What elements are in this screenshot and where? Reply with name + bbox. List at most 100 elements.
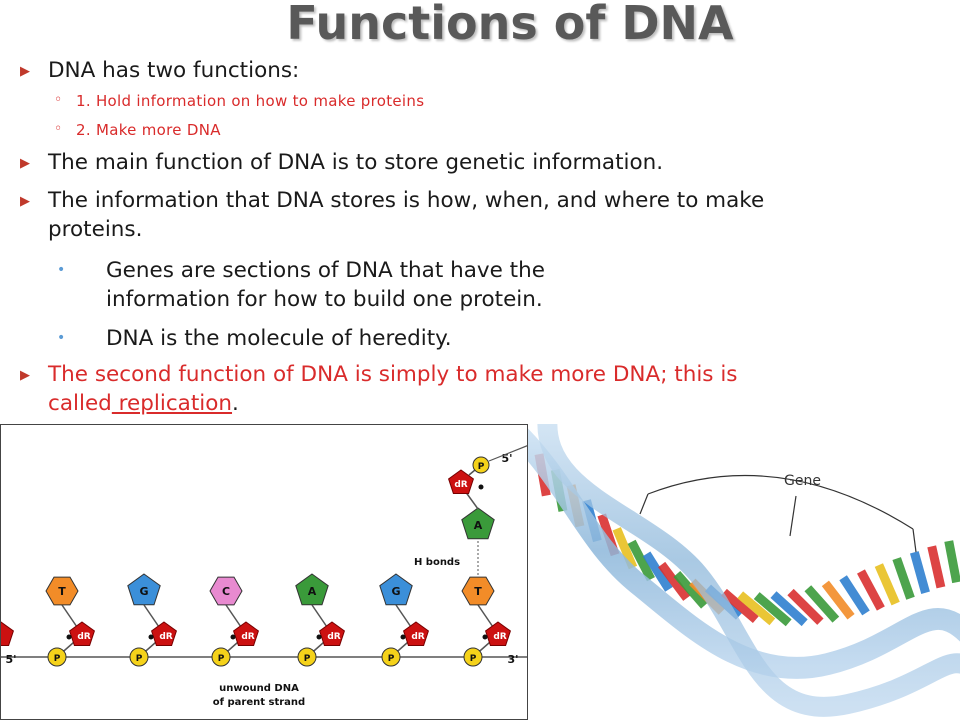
bullet-replication: ▶ The second function of DNA is simply t… — [20, 360, 738, 418]
bullet-text-line: The information that DNA stores is how, … — [48, 188, 765, 213]
base-G-shape — [379, 573, 413, 606]
dna-helix-svg: Gene — [528, 424, 960, 717]
base-T-shape — [45, 576, 79, 606]
sugar-shape — [403, 621, 429, 646]
bullet-main-function: ▶ The main function of DNA is to store g… — [20, 148, 664, 177]
sub-bullet-text-line: Genes are sections of DNA that have the — [106, 258, 545, 283]
base-A-shape — [295, 573, 329, 606]
sugar-label: dR — [77, 632, 90, 642]
top-base-label: A — [474, 519, 483, 532]
sub-bullet-function-2: ◦ 2. Make more DNA — [54, 121, 221, 139]
bullet-text-prefix: called — [48, 391, 112, 416]
phosphate-shape — [463, 647, 483, 667]
phosphate-shape — [129, 647, 149, 667]
dot-bullet-icon: • — [57, 262, 66, 278]
base-pair-rung — [658, 561, 691, 601]
glycosidic-bond — [311, 604, 328, 628]
base-pair-rung — [944, 540, 960, 584]
helix-backbone-2 — [537, 424, 960, 717]
base-label: G — [139, 585, 148, 598]
base-pair-rung — [642, 551, 673, 592]
h-bonds-label: H bonds — [414, 557, 460, 568]
phosphate-shape — [47, 647, 67, 667]
slide-title: Functions of DNA — [286, 0, 734, 50]
sugar-label: dR — [159, 632, 172, 642]
base-G-shape — [127, 573, 161, 606]
bullet-text-suffix: . — [232, 391, 239, 416]
top-phosphate-shape — [472, 456, 490, 474]
bullet-text: The main function of DNA is to store gen… — [48, 150, 664, 175]
glycosidic-bond — [477, 604, 494, 628]
sub-bullet-function-1: ◦ 1. Hold information on how to make pro… — [54, 92, 425, 110]
base-pair-rung — [857, 569, 885, 611]
triangle-bullet-icon: ▶ — [20, 64, 30, 79]
oxygen-dot — [482, 634, 488, 640]
phosphate-label: P — [54, 654, 61, 664]
base-pair-rung — [839, 575, 870, 616]
bullet-information: ▶ The information that DNA stores is how… — [20, 186, 765, 244]
top-sugar-label: dR — [454, 480, 467, 490]
base-pair-rung — [804, 585, 840, 623]
gene-label: Gene — [784, 473, 821, 489]
top-oxygen-dot — [478, 484, 484, 490]
dot-bullet-icon: • — [57, 330, 66, 346]
glycosidic-bond — [61, 604, 78, 628]
replication-term: replication — [111, 391, 233, 416]
top-base-shape — [461, 507, 495, 540]
bullet-text-line: The second function of DNA is simply to … — [48, 362, 738, 387]
triangle-bullet-icon: ▶ — [20, 194, 30, 209]
base-label: C — [222, 585, 230, 598]
top-sugar-shape — [448, 469, 474, 494]
base-pair-rung — [892, 557, 915, 600]
base-pair-rung — [721, 588, 759, 624]
sugar-shape — [485, 621, 511, 646]
sub-bullet-text: 2. Make more DNA — [76, 121, 221, 139]
bullet-text-line-2: called replication. — [48, 389, 738, 418]
dna-helix-image: Gene — [528, 424, 960, 720]
bullet-text-line: proteins. — [48, 217, 143, 242]
five-prime-left-label: 5' — [5, 653, 16, 666]
three-prime-label: 3' — [507, 653, 518, 666]
phosphate-shape — [211, 647, 231, 667]
sub-bullet-text: DNA is the molecule of heredity. — [106, 326, 452, 351]
phosphate-label: P — [388, 654, 395, 664]
bullet-two-functions: ▶ DNA has two functions: — [20, 56, 299, 85]
oxygen-dot — [316, 634, 322, 640]
base-pair-rung — [821, 580, 855, 620]
gene-bracket-right-end — [912, 528, 917, 553]
helix-backbone-1 — [528, 428, 960, 679]
base-label: A — [308, 585, 317, 598]
base-pair-rung — [612, 527, 638, 570]
phosphate-label: P — [304, 654, 311, 664]
gene-bracket — [647, 474, 914, 530]
sugar-shape — [151, 621, 177, 646]
sugar-label: dR — [241, 632, 254, 642]
base-T-shape — [461, 576, 495, 606]
phosphate-label: P — [218, 654, 225, 664]
sub-bullet-heredity: • DNA is the molecule of heredity. — [57, 324, 452, 353]
triangle-bullet-icon: ▶ — [20, 368, 30, 383]
sugar-label: dR — [327, 632, 340, 642]
sub-bullet-text-line: information for how to build one protein… — [106, 287, 543, 312]
five-prime-top-label: 5' — [501, 452, 512, 465]
circle-bullet-icon: ◦ — [54, 121, 63, 137]
sugar-shape — [233, 621, 259, 646]
glycosidic-bond — [225, 604, 242, 628]
caption-line-1: unwound DNA — [219, 683, 299, 694]
gene-pointer — [789, 495, 797, 537]
base-label: T — [474, 585, 482, 598]
sub-bullet-text: 1. Hold information on how to make prote… — [76, 92, 425, 110]
base-pair-rung — [770, 591, 808, 627]
sub-bullet-genes: • Genes are sections of DNA that have th… — [57, 256, 545, 314]
triangle-bullet-icon: ▶ — [20, 156, 30, 171]
phosphate-label: P — [470, 654, 477, 664]
base-label: G — [391, 585, 400, 598]
gene-bracket-left-end — [639, 493, 649, 515]
glycosidic-bond — [395, 604, 412, 628]
sugar-shape — [319, 621, 345, 646]
base-pair-rung — [737, 591, 776, 626]
base-pair-rung — [909, 551, 930, 594]
oxygen-dot — [148, 634, 154, 640]
